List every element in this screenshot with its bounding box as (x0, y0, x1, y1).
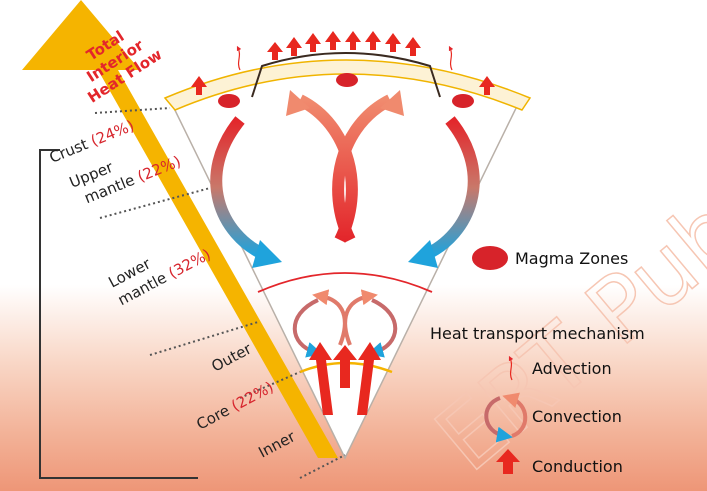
surface-conduction-arrows (191, 31, 495, 95)
core-label: Core (193, 401, 232, 433)
crust-pct: (24%) (88, 116, 137, 150)
inner-core-label: Inner (255, 427, 298, 462)
convection-icon (484, 392, 528, 443)
legend-convection: Convection (532, 407, 622, 426)
layers-bracket (39, 149, 198, 479)
core-pct: (22%) (228, 378, 276, 415)
outer-core-label: Outer (208, 339, 255, 375)
earth-wedge (163, 52, 532, 460)
svg-text:Crust (24%): Crust (24%) (47, 116, 137, 166)
layer-dividers (94, 107, 346, 479)
core-convection (292, 289, 398, 358)
magma-zones (218, 73, 474, 108)
mantle-convection (210, 90, 480, 268)
legend-conduction: Conduction (532, 457, 623, 476)
legend-magma: Magma Zones (515, 249, 628, 268)
legend-advection: Advection (532, 359, 612, 378)
crust-label: Crust (47, 135, 91, 167)
conduction-icon (496, 449, 520, 474)
total-heat-flow-arrow (22, 0, 338, 458)
advection-icon (508, 355, 514, 381)
magma-zone-swatch (472, 246, 508, 270)
surface-advection-arrows (236, 45, 454, 71)
core-conduction-arrows (309, 342, 381, 415)
svg-text:Core (22%): Core (22%) (193, 378, 276, 434)
legend: Magma Zones Heat transport mechanism Adv… (430, 246, 645, 476)
legend-heading: Heat transport mechanism (430, 324, 645, 343)
